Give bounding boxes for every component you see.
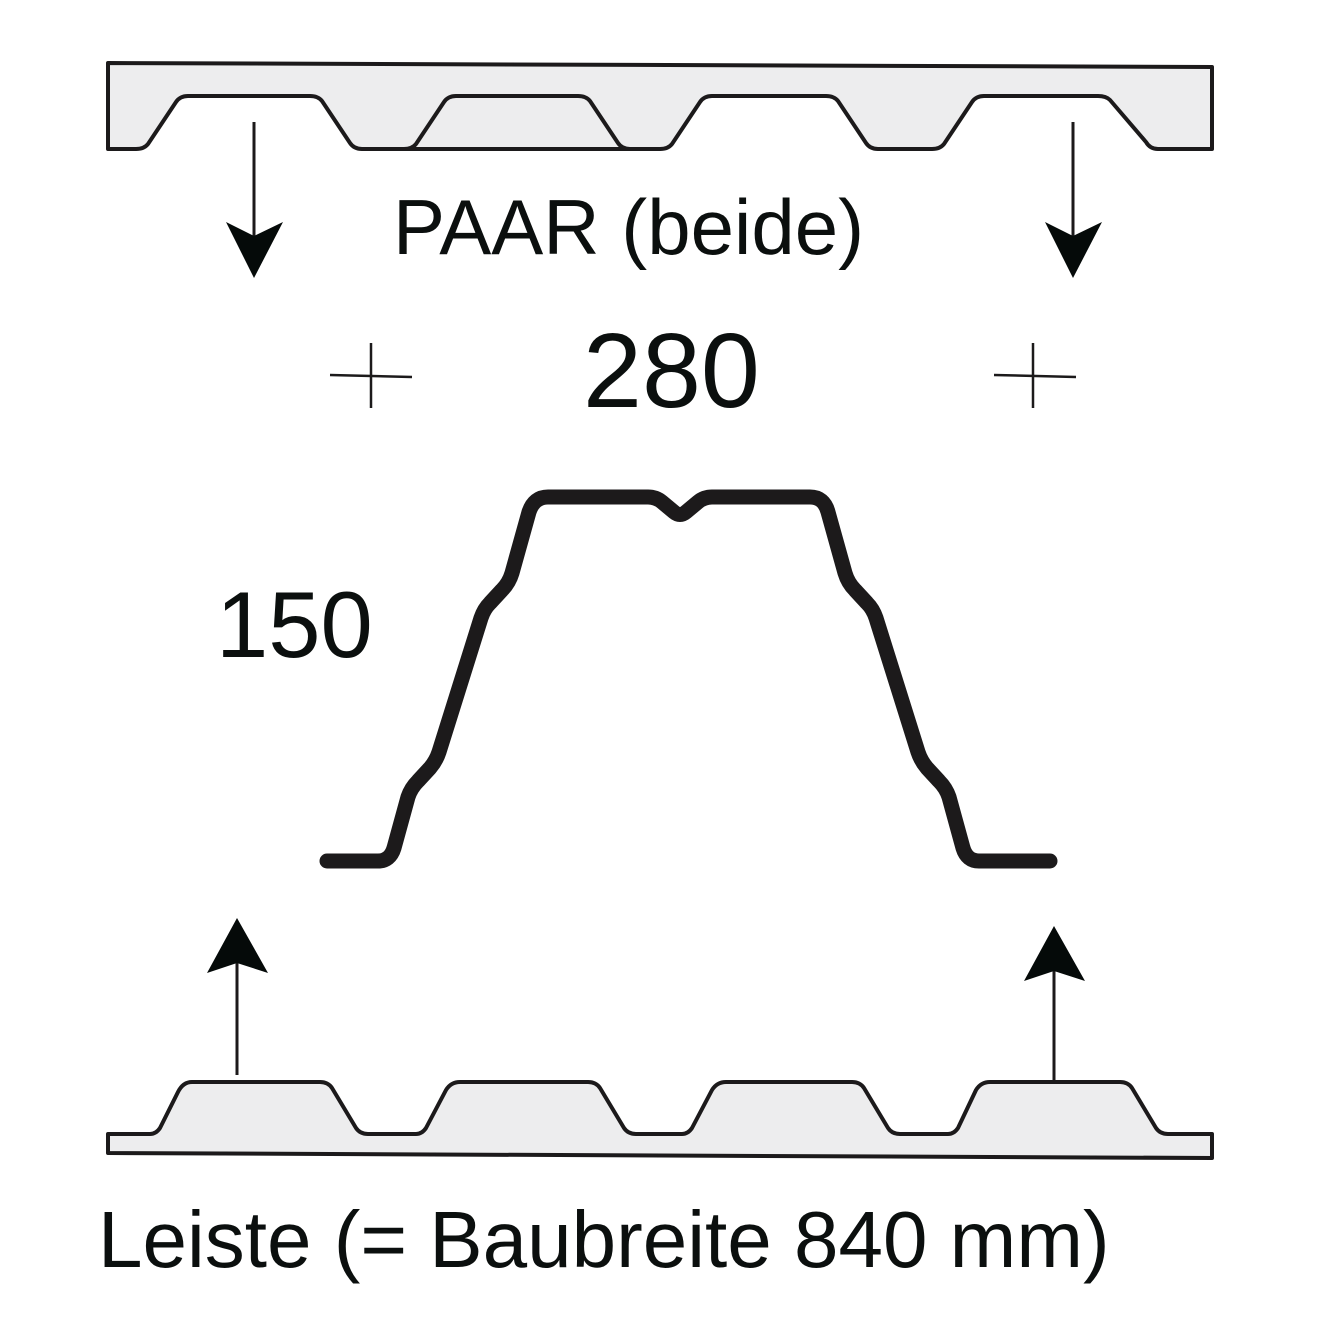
profile-height-label: 150 xyxy=(216,572,373,677)
diagram-title: PAAR (beide) xyxy=(393,183,865,271)
trapezoidal-profile xyxy=(319,489,1058,869)
top-strip-trough xyxy=(362,94,660,151)
crosshair-right-icon xyxy=(993,343,1077,408)
bottom-filler-strip xyxy=(106,1080,1214,1160)
arrow-down-right-icon xyxy=(1045,122,1102,278)
crosshair-left-icon xyxy=(329,343,413,408)
arrow-up-right-icon xyxy=(1024,926,1085,1080)
top-filler-strip xyxy=(106,61,1214,151)
arrow-down-left-icon xyxy=(226,122,283,278)
arrow-up-left-icon xyxy=(207,918,268,1075)
profile-width-label: 280 xyxy=(583,312,760,430)
diagram-caption: Leiste (= Baubreite 840 mm) xyxy=(98,1195,1110,1284)
